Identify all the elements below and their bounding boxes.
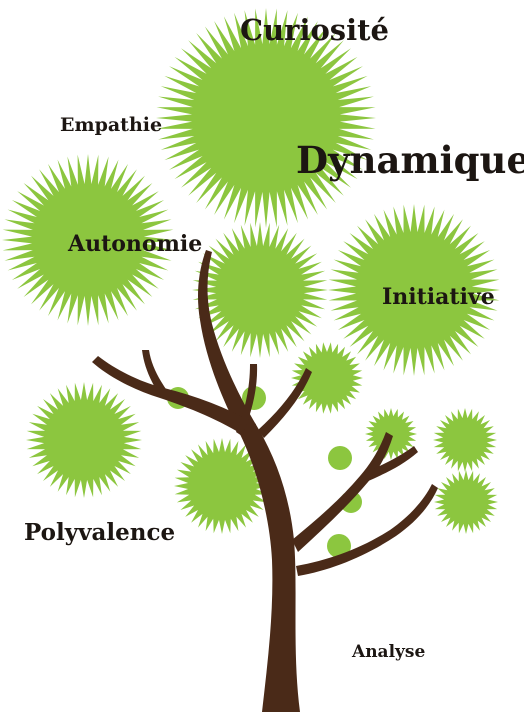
word-empathie: Empathie: [60, 114, 163, 136]
leaf-burst: [2, 154, 174, 326]
leaf-burst: [365, 408, 417, 460]
leaf-bursts: [2, 8, 500, 558]
branch-right: [292, 432, 393, 552]
branch-upper: [236, 364, 258, 436]
leaf-burst: [174, 438, 270, 534]
branch-right-lower: [296, 484, 438, 576]
word-dynamique: Dynamique: [296, 138, 524, 182]
trunk-main: [198, 250, 300, 712]
leaf-dot: [328, 446, 352, 470]
branch-right-fork: [362, 446, 418, 482]
leaf-burst: [156, 8, 376, 228]
leaf-burst: [328, 204, 500, 376]
branch-left: [92, 356, 256, 438]
word-curiosite: Curiosité: [240, 13, 389, 47]
word-initiative: Initiative: [382, 284, 495, 310]
word-polyvalence: Polyvalence: [24, 519, 176, 546]
branch-left-twig: [142, 350, 168, 396]
leaf-burst: [26, 382, 142, 498]
branch-upper-right: [258, 368, 312, 438]
leaf-burst: [434, 470, 498, 534]
tree-trunk: [92, 250, 438, 712]
word-autonomie: Autonomie: [68, 231, 203, 257]
leaf-dot: [327, 534, 351, 558]
leaf-burst: [433, 408, 497, 472]
leaf-burst: [291, 342, 363, 414]
leaf-burst: [192, 222, 328, 358]
word-analyse: Analyse: [352, 642, 426, 662]
